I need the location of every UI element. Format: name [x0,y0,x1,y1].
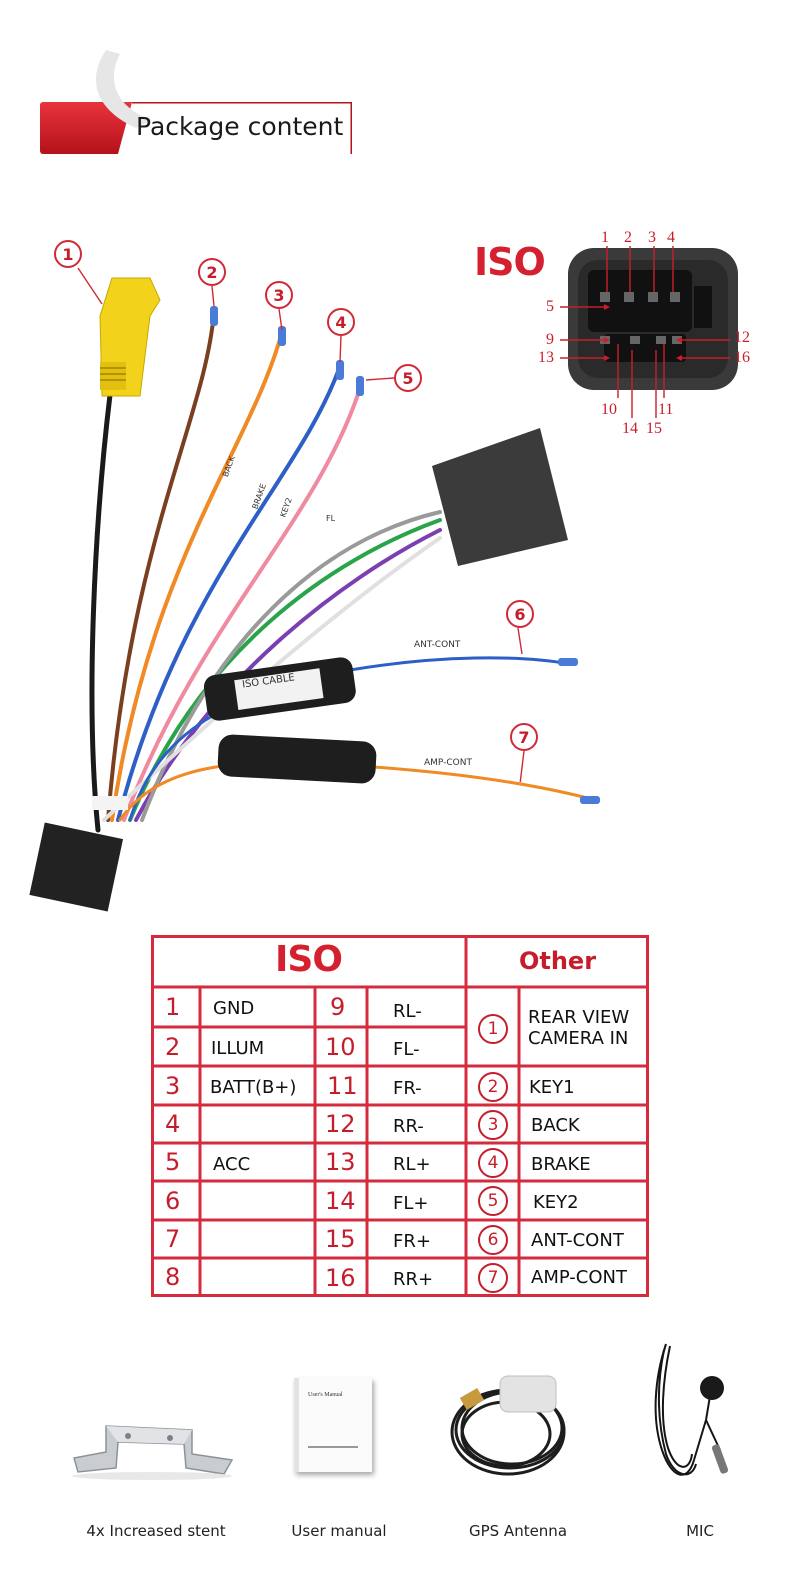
accessory-label-mic: MIC [686,1522,714,1540]
wire-tag-ant-cont: ANT-CONT [414,640,461,650]
wiring-table: ISO Other 1 GND 9 RL- 2 ILLUM 10 FL- 3 B… [151,935,649,1297]
other-row-4-label: BRAKE [531,1154,591,1175]
banner-curl [96,50,152,128]
iso-pin-5: 5 [546,298,554,315]
user-manual-cover-line [308,1446,358,1448]
iso-row-8-num: 8 [165,1263,181,1291]
iso-row-2-label: ILLUM [211,1038,265,1059]
iso-pin-10: 10 [601,401,617,418]
iso-row-1-num: 1 [165,993,181,1021]
wire-harness-illustration [29,277,600,912]
other-row-1-label-line2: CAMERA IN [528,1028,629,1049]
other-row-3-label: BACK [531,1115,580,1136]
other-row-6-num: 6 [478,1225,508,1255]
other-row-6-label: ANT-CONT [531,1230,624,1251]
iso-row-10-label: FL- [393,1039,420,1060]
iso-pin-13: 13 [538,349,554,366]
mic-image [654,1343,729,1476]
iso-pin-4: 4 [667,229,675,246]
iso-pin-14: 14 [622,420,638,437]
callout-7: 7 [510,723,538,751]
other-row-1-label-line1: REAR VIEW [528,1007,630,1028]
iso-row-3-num: 3 [165,1072,181,1100]
user-manual-cover-title: User's Manual [308,1392,343,1398]
user-manual-image: User's Manual [294,1378,372,1472]
table-header-iso: ISO [275,939,343,980]
iso-pin-11: 11 [658,401,674,418]
iso-row-6-num: 6 [165,1187,181,1215]
iso-row-5-num: 5 [165,1148,181,1176]
other-row-7-label: AMP-CONT [531,1267,627,1288]
other-row-5-label: KEY2 [533,1192,579,1213]
callout-1: 1 [54,240,82,268]
iso-row-12-label: RR- [393,1116,424,1137]
iso-pin-16: 16 [734,349,750,366]
iso-row-12-num: 12 [325,1110,356,1138]
page-title: Package content [136,112,344,141]
iso-row-2-num: 2 [165,1033,181,1061]
iso-connector-title: ISO [474,240,546,284]
user-manual-spine [294,1378,299,1472]
iso-row-13-num: 13 [325,1148,356,1176]
callout-3: 3 [265,281,293,309]
iso-row-5-label: ACC [213,1154,251,1175]
gps-antenna-image [450,1375,566,1476]
iso-row-9-label: RL- [393,1001,422,1022]
accessory-label-gps-antenna: GPS Antenna [468,1522,568,1540]
iso-connector-diagram [560,246,738,418]
iso-row-4-num: 4 [165,1110,181,1138]
other-row-2-num: 2 [478,1072,508,1102]
iso-row-9-num: 9 [330,993,346,1021]
other-row-3-num: 3 [478,1110,508,1140]
other-row-1-label: REAR VIEW CAMERA IN [528,1007,629,1049]
iso-row-15-num: 15 [325,1225,356,1253]
callout-leaders [77,267,525,782]
iso-pin-12: 12 [734,329,750,346]
other-row-4-num: 4 [478,1148,508,1178]
stent-bracket-image [72,1425,234,1480]
accessory-label-stent: 4x Increased stent [86,1522,226,1540]
iso-row-14-label: FL+ [393,1193,429,1214]
iso-row-13-label: RL+ [393,1154,431,1175]
other-row-5-num: 5 [478,1186,508,1216]
iso-pin-2: 2 [624,229,632,246]
callout-6: 6 [506,600,534,628]
callout-4: 4 [327,308,355,336]
other-row-2-label: KEY1 [529,1077,575,1098]
iso-row-1-label: GND [213,998,255,1019]
iso-pin-3: 3 [648,229,656,246]
iso-row-11-label: FR- [393,1078,422,1099]
iso-pin-9: 9 [546,331,554,348]
iso-pin-1: 1 [601,229,609,246]
iso-row-16-num: 16 [325,1264,356,1292]
iso-row-7-num: 7 [165,1225,181,1253]
wire-tag-amp-cont: AMP-CONT [424,758,472,768]
other-row-7-num: 7 [478,1263,508,1293]
iso-row-11-num: 11 [327,1072,358,1100]
iso-row-10-num: 10 [325,1033,356,1061]
wire-tag-fl: FL [326,514,336,523]
callout-2: 2 [198,258,226,286]
table-header-other: Other [518,947,597,975]
iso-pin-15: 15 [646,420,662,437]
iso-row-14-num: 14 [325,1187,356,1215]
other-row-1-num: 1 [478,1014,508,1044]
table-grid [151,935,649,1297]
iso-row-15-label: FR+ [393,1231,431,1252]
accessory-label-user-manual: User manual [291,1522,387,1540]
iso-row-3-label: BATT(B+) [210,1077,297,1098]
callout-5: 5 [394,364,422,392]
iso-row-16-label: RR+ [393,1269,434,1290]
